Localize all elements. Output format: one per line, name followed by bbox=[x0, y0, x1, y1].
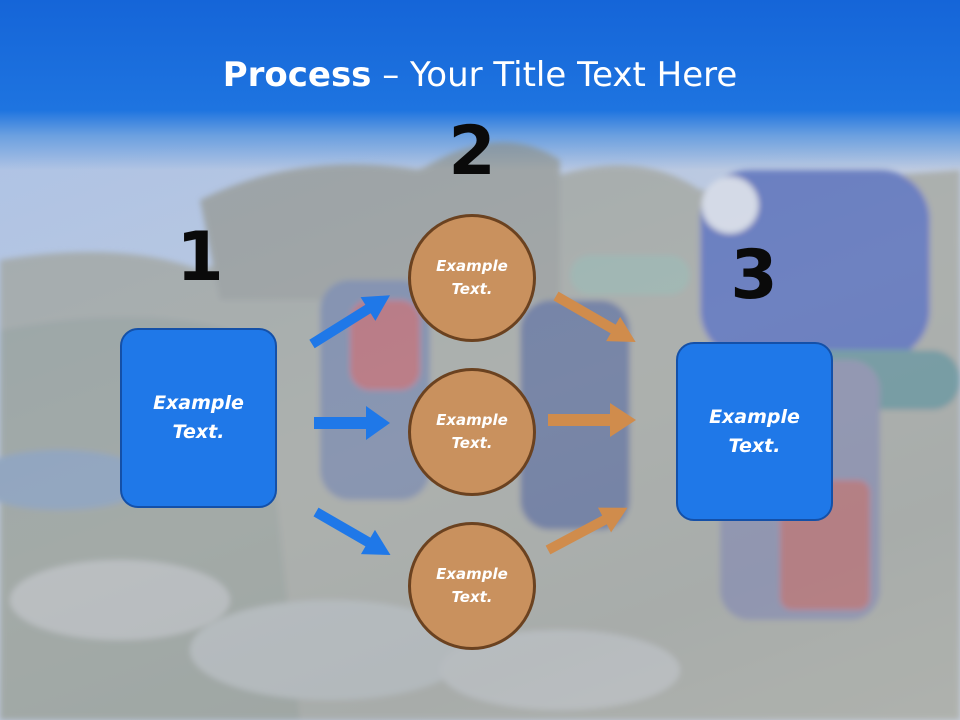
step-number-2: 2 bbox=[448, 112, 496, 191]
blue-arrow-down bbox=[313, 507, 391, 555]
process-circle-top: Example Text. bbox=[408, 214, 536, 342]
circle-top-text: Example Text. bbox=[436, 257, 508, 298]
orange-arrow-down bbox=[553, 291, 636, 342]
process-circle-middle: Example Text. bbox=[408, 368, 536, 496]
slide-title-rest: – Your Title Text Here bbox=[371, 55, 738, 95]
orange-arrow-up bbox=[545, 507, 628, 555]
blue-arrow-middle bbox=[314, 406, 390, 440]
slide-title-bold: Process bbox=[222, 55, 372, 95]
right-process-box: Example Text. bbox=[676, 342, 833, 521]
left-process-box: Example Text. bbox=[120, 328, 277, 508]
step-number-1: 1 bbox=[176, 218, 224, 297]
slide-title: Process – Your Title Text Here bbox=[0, 52, 960, 98]
step-number-3: 3 bbox=[730, 236, 778, 315]
blue-arrow-up bbox=[309, 295, 391, 349]
circle-middle-text: Example Text. bbox=[436, 411, 508, 452]
right-box-text: Example Text. bbox=[709, 405, 800, 457]
process-circle-bottom: Example Text. bbox=[408, 522, 536, 650]
left-box-text: Example Text. bbox=[153, 392, 244, 443]
orange-arrow-middle bbox=[548, 403, 636, 437]
circle-bottom-text: Example Text. bbox=[436, 565, 508, 606]
